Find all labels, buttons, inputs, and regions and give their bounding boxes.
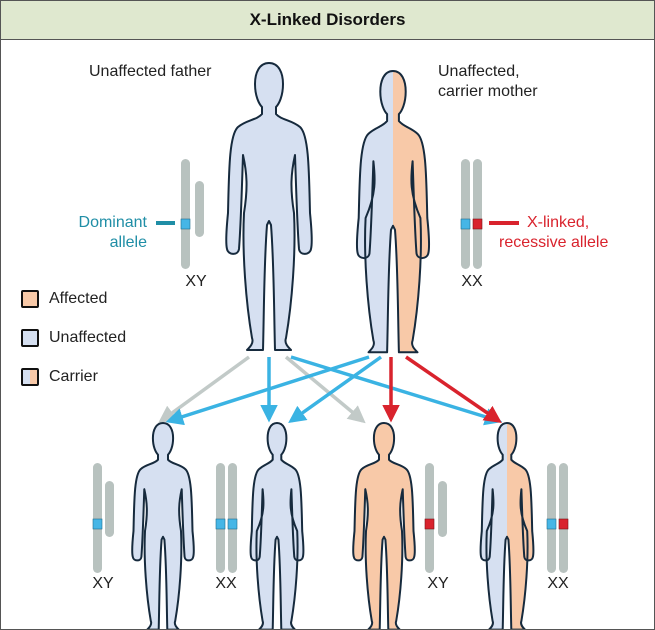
father-figure (225, 62, 313, 351)
body-fill (132, 423, 194, 629)
child3-chromosomes (424, 463, 447, 573)
affected-swatch (21, 290, 39, 308)
child1-chromosome-label: XY (92, 575, 114, 592)
legend-item-carrier: Carrier (21, 368, 98, 386)
diagram-title: X-Linked Disorders (249, 10, 406, 29)
arrow-mother-to-child2 (288, 355, 383, 424)
child4-chromosomes (546, 463, 569, 573)
child2-chromosomes (215, 463, 238, 573)
body-fill (226, 63, 312, 350)
dominant-allele-label-line1: Dominant (78, 214, 147, 231)
child2-figure (249, 422, 305, 629)
child4-figure (479, 422, 535, 629)
recessive-allele-label-line1: X-linked, (527, 214, 590, 231)
arrow-father-to-child4 (290, 355, 503, 426)
child3-figure (352, 422, 416, 629)
body-outline (352, 422, 416, 629)
recessive-allele-mark (472, 218, 483, 230)
dominant-allele-mark (180, 218, 191, 230)
mother-chromosome-label: XX (461, 273, 483, 290)
carrier-half-fill (507, 423, 534, 629)
body-fill (353, 423, 415, 629)
arrow-mother-to-child1 (165, 355, 370, 426)
carrier-swatch (21, 368, 39, 386)
father-chromosome-label: XY (185, 273, 207, 290)
child2-chromosome-label: XX (215, 575, 237, 592)
legend-label: Affected (49, 290, 108, 307)
body-outline (249, 422, 305, 629)
body-outline (479, 422, 535, 629)
body-fill (250, 423, 304, 629)
mother-chromosomes (460, 159, 519, 269)
body-outline (356, 70, 430, 354)
legend-item-unaffected: Unaffected (21, 329, 126, 347)
legend-label: Carrier (49, 368, 98, 385)
mother-label-line2: carrier mother (438, 83, 538, 100)
father-label: Unaffected father (89, 63, 212, 80)
legend-item-affected: Affected (21, 290, 107, 308)
child1-figure (131, 422, 195, 629)
father-chromosomes (156, 159, 204, 269)
arrow-mother-to-child4 (405, 355, 502, 423)
carrier-half-fill (393, 71, 429, 353)
legend-label: Unaffected (49, 329, 127, 346)
arrow-father-to-child3 (284, 355, 366, 424)
mother-label-line1: Unaffected, (438, 63, 520, 80)
child1-chromosomes (92, 463, 114, 573)
title-bar: X-Linked Disorders (1, 1, 654, 40)
child4-chromosome-label: XX (547, 575, 569, 592)
mother-figure (356, 70, 430, 354)
arrow-father-to-child1 (158, 355, 251, 424)
child3-chromosome-label: XY (427, 575, 449, 592)
inheritance-arrows (158, 355, 503, 426)
unaffected-swatch (21, 329, 39, 347)
dominant-allele-label-line2: allele (109, 234, 147, 251)
recessive-allele-label-line2: recessive allele (499, 234, 609, 251)
body-outline (131, 422, 195, 629)
body-outline (225, 62, 313, 351)
